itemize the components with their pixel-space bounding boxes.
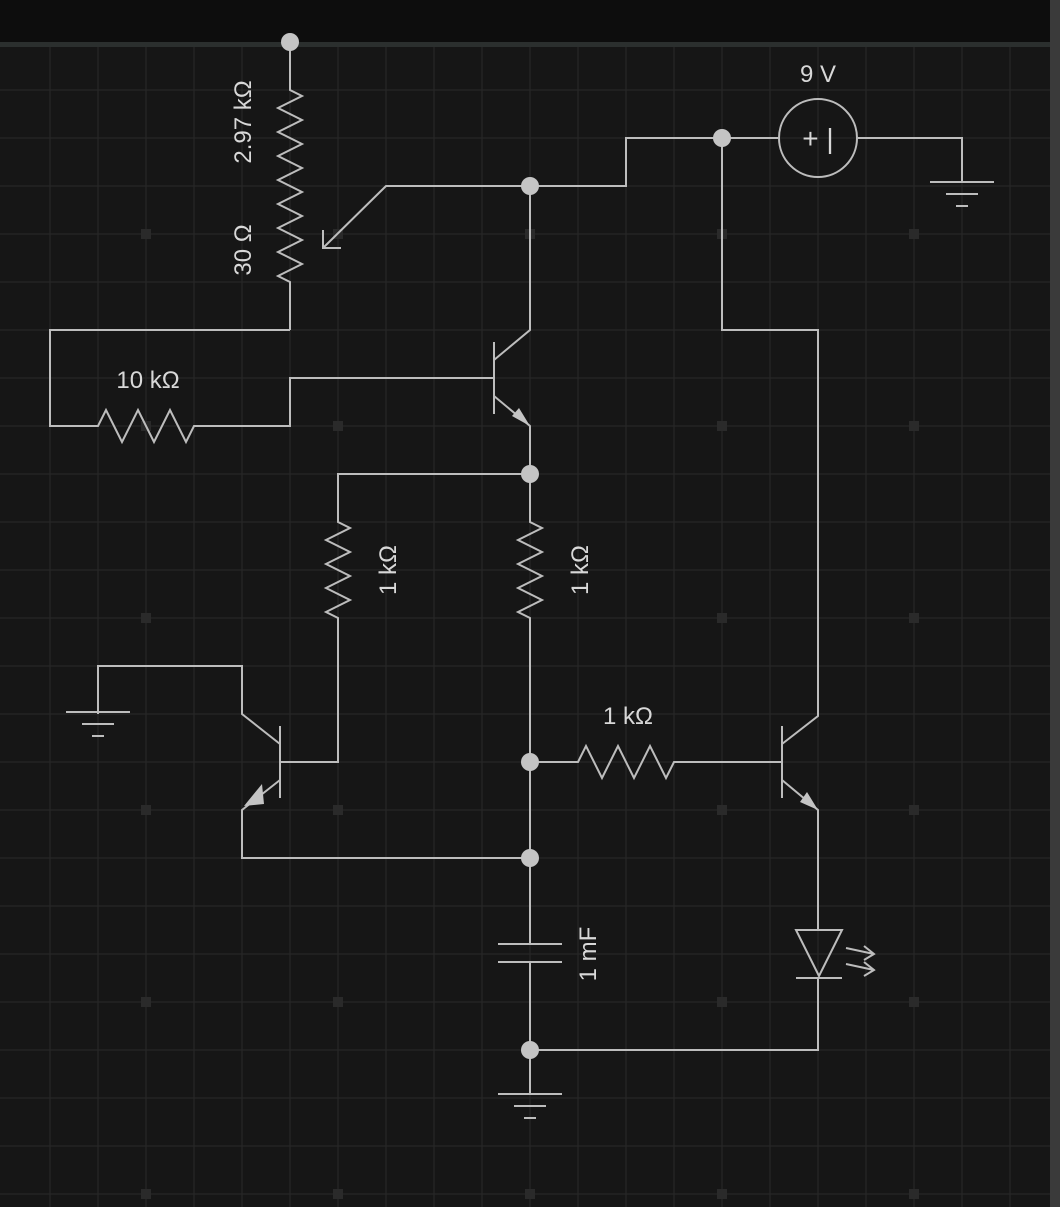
vertical-scrollbar[interactable]: [1050, 0, 1060, 1207]
top-toolbar: [0, 0, 1060, 47]
ground-bottom: [498, 1093, 562, 1119]
pot-top-value-label: 2.97 kΩ: [230, 80, 257, 163]
transistor-q2[interactable]: [97, 665, 530, 859]
node-pot-top[interactable]: [281, 33, 299, 51]
node-mid-762[interactable]: [521, 753, 539, 771]
pot-bottom-value-label: 30 Ω: [230, 224, 257, 275]
transistor-q3[interactable]: [721, 138, 819, 930]
node-source[interactable]: [713, 129, 731, 147]
resistor-1k-left[interactable]: [280, 473, 530, 763]
capacitor-label: 1 mF: [575, 927, 602, 982]
ground-left: [66, 711, 130, 737]
node-q1-collector[interactable]: [521, 177, 539, 195]
transistor-q1[interactable]: [493, 186, 531, 474]
node-q1-emitter[interactable]: [521, 465, 539, 483]
voltage-source-symbol: + |: [802, 123, 833, 154]
resistor-1k-middle-label: 1 kΩ: [567, 545, 594, 595]
resistor-1k-left-label: 1 kΩ: [375, 545, 402, 595]
resistor-1k-middle[interactable]: [515, 474, 545, 762]
resistor-1k-base[interactable]: [530, 743, 782, 781]
resistor-1k-base-label: 1 kΩ: [603, 703, 653, 730]
node-mid-858[interactable]: [521, 849, 539, 867]
circuit-canvas[interactable]: [0, 47, 1050, 1207]
voltage-source[interactable]: [530, 98, 994, 207]
resistor-10k-label: 10 kΩ: [116, 367, 179, 394]
led[interactable]: [530, 929, 876, 1051]
voltage-source-label: 9 V: [800, 61, 836, 88]
potentiometer[interactable]: [275, 42, 530, 330]
resistor-10k[interactable]: [49, 329, 494, 445]
grid: [0, 47, 1050, 1207]
node-bottom[interactable]: [521, 1041, 539, 1059]
